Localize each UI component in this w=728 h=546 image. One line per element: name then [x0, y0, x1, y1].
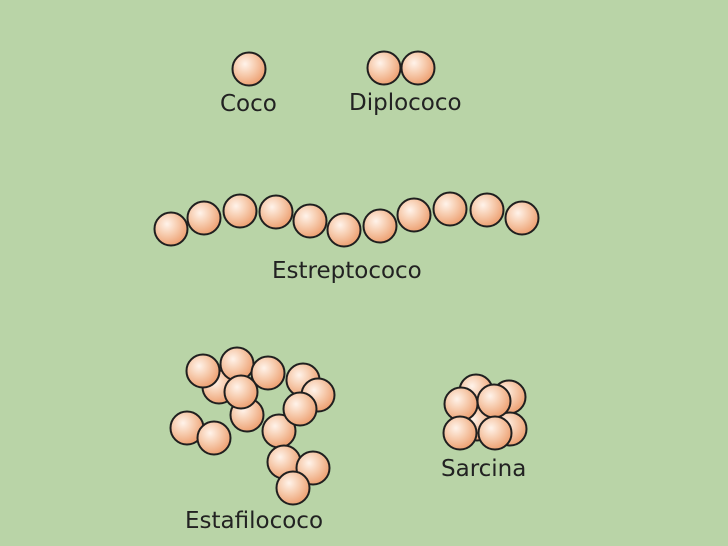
estafilococo-group: [169, 346, 336, 506]
estreptococo-group: [153, 191, 540, 248]
estafilococo-cell: [185, 353, 221, 389]
label-sarcina: Sarcina: [441, 456, 527, 482]
estafilococo-cell: [196, 420, 232, 456]
diplococo-group: [366, 50, 436, 86]
estafilococo-cell: [275, 470, 311, 506]
estreptococo-cell: [396, 197, 432, 233]
estreptococo-cell: [153, 211, 189, 247]
sarcina-cell: [442, 415, 478, 451]
estafilococo-cell: [250, 355, 286, 391]
label-estafilococo: Estafilococo: [185, 508, 324, 534]
diplococo-cell: [400, 50, 436, 86]
label-diplococo: Diplococo: [349, 90, 462, 116]
estafilococo-cell: [282, 391, 318, 427]
estreptococo-cell: [469, 192, 505, 228]
estreptococo-cell: [292, 203, 328, 239]
estreptococo-cell: [504, 200, 540, 236]
coco-cell: [231, 51, 267, 87]
estafilococo-cell: [223, 374, 259, 410]
estreptococo-cell: [186, 200, 222, 236]
sarcina-cell: [476, 383, 512, 419]
estreptococo-cell: [326, 212, 362, 248]
estreptococo-cell: [258, 194, 294, 230]
sarcina-cell: [477, 415, 513, 451]
diplococo-cell: [366, 50, 402, 86]
estreptococo-cell: [362, 208, 398, 244]
label-estreptococo: Estreptococo: [272, 258, 422, 284]
label-coco: Coco: [220, 91, 277, 117]
coco-group: [231, 51, 267, 87]
sarcina-group: [442, 373, 528, 451]
estreptococo-cell: [432, 191, 468, 227]
estreptococo-cell: [222, 193, 258, 229]
